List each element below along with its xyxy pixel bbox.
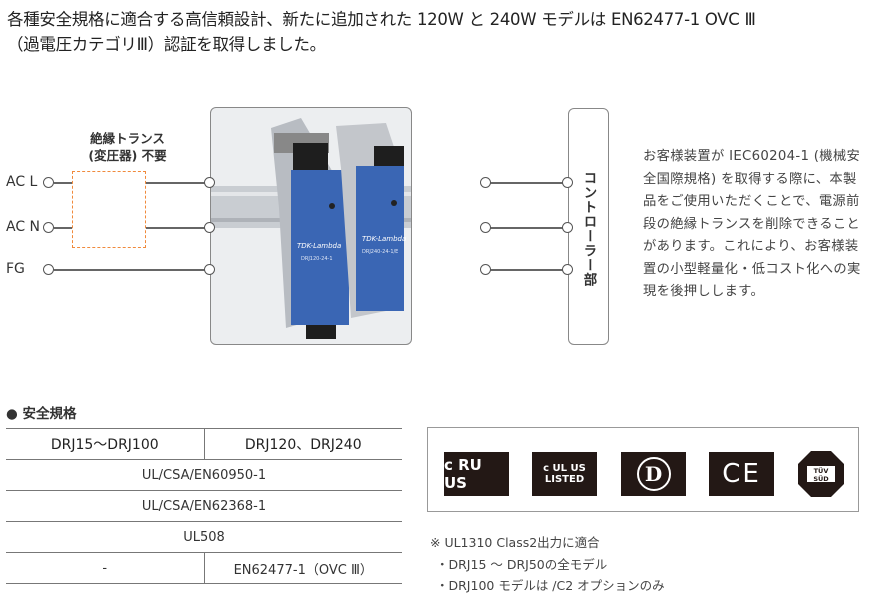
product-photo: TDK-Lambda DRJ120-24-1 TDK-Lambda DRJ240…	[210, 107, 412, 345]
transformer-label-line2: (変圧器) 不要	[88, 148, 167, 163]
d-mark-logo-icon: D	[621, 452, 686, 496]
logo-text: D	[636, 457, 671, 491]
terminal-circle	[480, 264, 491, 275]
logo-text: CE	[722, 459, 761, 489]
terminal-circle	[43, 264, 54, 275]
description-paragraph: お客様装置が IEC60204-1 (機械安全国際規格) を取得する際に、本製品…	[643, 149, 861, 299]
table-cell: UL508	[6, 521, 402, 553]
safety-standards-table: DRJ15～DRJ100 DRJ120、DRJ240 UL/CSA/EN6095…	[6, 428, 402, 584]
table-row: UL508	[6, 521, 402, 553]
input-label-fg: FG	[6, 261, 25, 277]
headline-line-1: 各種安全規格に適合する高信頼設計、新たに追加された 120W と 240W モデ…	[7, 10, 756, 29]
terminal-circle	[562, 222, 573, 233]
transformer-label-line1: 絶縁トランス	[90, 131, 165, 146]
wire	[486, 182, 568, 184]
table-cell: UL/CSA/EN62368-1	[6, 490, 402, 522]
terminal-circle	[43, 222, 54, 233]
terminal-circle	[204, 222, 215, 233]
controller-box: コントローラー部	[568, 108, 609, 345]
transformer-label: 絶縁トランス (変圧器) 不要	[75, 130, 180, 164]
brand-label: TDK-Lambda	[297, 242, 341, 250]
logo-text: TÜV SÜD	[813, 467, 829, 483]
column-header: DRJ15～DRJ100	[6, 428, 204, 460]
power-supply-image: TDK-Lambda DRJ120-24-1 TDK-Lambda DRJ240…	[211, 118, 411, 339]
input-label-acn: AC N	[6, 219, 41, 235]
logo-text: c UL US LISTED	[543, 463, 586, 485]
table-header-row: DRJ15～DRJ100 DRJ120、DRJ240	[6, 428, 402, 460]
terminal-circle	[204, 264, 215, 275]
model-label: DRJ240-24-1/E	[362, 249, 398, 255]
safety-heading: ● 安全規格	[6, 406, 77, 422]
cru-us-logo-icon: c RU US	[444, 452, 509, 496]
terminal-circle	[562, 177, 573, 188]
terminal-circle	[480, 222, 491, 233]
table-row: - EN62477-1（OVC Ⅲ）	[6, 552, 402, 584]
table-cell: UL/CSA/EN60950-1	[6, 459, 402, 491]
wire	[486, 269, 568, 271]
column-header: DRJ120、DRJ240	[203, 428, 402, 460]
logo-text: c RU US	[444, 456, 482, 492]
table-row: UL/CSA/EN60950-1	[6, 459, 402, 491]
wire	[54, 269, 210, 271]
terminal-circle	[43, 177, 54, 188]
note-item: ・DRJ15 ～ DRJ50の全モデル	[436, 557, 608, 572]
removed-transformer-box	[72, 171, 146, 248]
note-item: ・DRJ100 モデルは /C2 オプションのみ	[436, 578, 665, 593]
tuv-sud-logo-icon: TÜV SÜD	[797, 450, 845, 498]
terminal-circle	[204, 177, 215, 188]
headline-line-2: （過電圧カテゴリⅢ）認証を取得しました。	[7, 35, 326, 54]
certification-logos-box	[427, 427, 859, 512]
table-cell: EN62477-1（OVC Ⅲ）	[203, 552, 402, 584]
input-label-acl: AC L	[6, 174, 38, 190]
table-cell: -	[6, 552, 204, 584]
brand-label: TDK-Lambda	[362, 235, 406, 243]
controller-label: コントローラー部	[580, 171, 597, 287]
ce-mark-logo-icon: CE	[709, 452, 774, 496]
c-ul-us-listed-logo-icon: c UL US LISTED	[532, 452, 597, 496]
terminal-circle	[562, 264, 573, 275]
model-label: DRJ120-24-1	[301, 256, 333, 262]
note-main: ※ UL1310 Class2出力に適合	[430, 535, 600, 550]
table-row: UL/CSA/EN62368-1	[6, 490, 402, 522]
wire	[486, 227, 568, 229]
terminal-circle	[480, 177, 491, 188]
